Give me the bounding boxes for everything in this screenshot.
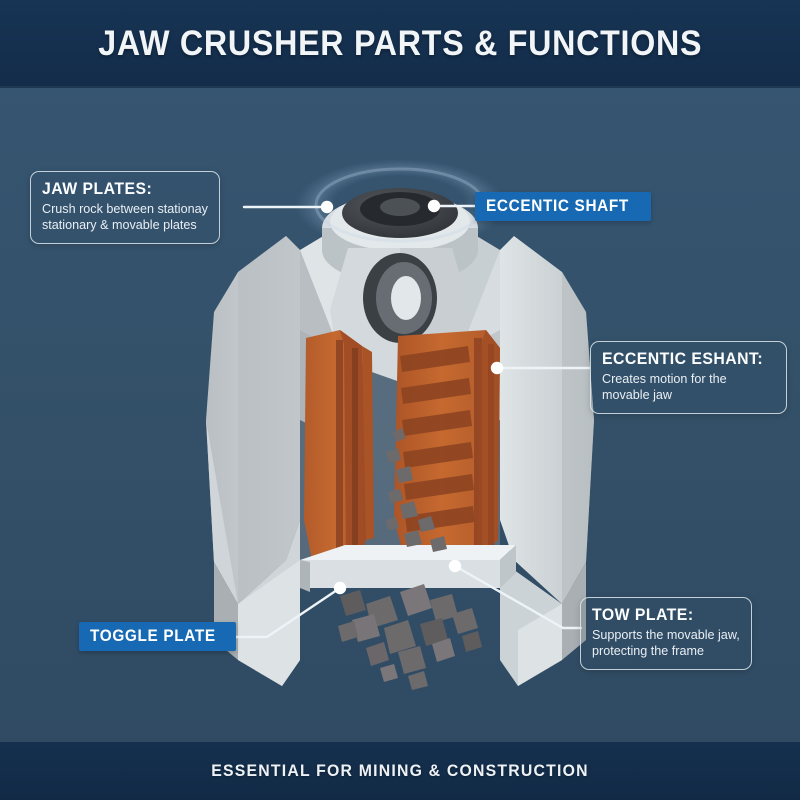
- stationary-jaw-groove-1: [336, 340, 343, 562]
- eccentric-shaft-bore: [391, 276, 421, 320]
- movable-jaw-edge: [470, 330, 500, 566]
- movable-jaw-groove-1: [474, 338, 482, 550]
- header-band: Jaw Crusher Parts & Functions: [0, 0, 800, 88]
- frame-left-wing-shade: [238, 236, 300, 604]
- callout-jaw-plates-line-1: Crush rock between stationay: [42, 202, 208, 217]
- footer-band: Essential for Mining & Construction: [0, 742, 800, 800]
- callout-toggle-plate[interactable]: TOGGLE PLATE: [79, 622, 237, 652]
- callout-jaw-plates-line-2: stationary & movable plates: [42, 218, 197, 233]
- callout-jaw-plates-title: JAW PLATES:: [42, 179, 153, 198]
- toggle-plate-left-edge: [300, 560, 310, 592]
- callout-eccentric-eshant-line-2: movable jaw: [602, 388, 672, 403]
- header-divider: [0, 86, 800, 88]
- stationary-jaw-plate: [304, 330, 374, 568]
- crushed-rock-discharge: [338, 428, 482, 690]
- footer-text: Essential for Mining & Construction: [211, 761, 589, 780]
- callout-eccentric-eshant-line-1: Creates motion for the: [602, 372, 727, 387]
- toggle-plate-top: [300, 545, 516, 560]
- stationary-jaw-groove-2: [352, 348, 358, 562]
- callout-eccentric-eshant[interactable]: ECCENTIC ESHANT: Creates motion for the …: [590, 341, 788, 414]
- callout-tow-plate-line-1: Supports the movable jaw,: [592, 628, 740, 643]
- callout-eccentric-eshant-title: ECCENTIC ESHANT:: [602, 349, 764, 368]
- callout-jaw-plates[interactable]: JAW PLATES: Crush rock between stationay…: [30, 171, 220, 244]
- eccentric-shaft-bearing-core: [380, 198, 420, 216]
- callout-tow-plate-line-2: protecting the frame: [592, 644, 705, 659]
- movable-jaw-plate: [394, 330, 500, 566]
- toggle-plate: [300, 545, 516, 592]
- stationary-jaw-inner-edge: [362, 346, 374, 540]
- callout-toggle-plate-label: TOGGLE PLATE: [90, 627, 216, 645]
- callout-tow-plate[interactable]: TOW PLATE: Supports the movable jaw, pro…: [580, 597, 752, 670]
- toggle-plate-face: [300, 560, 500, 588]
- callout-eccentric-shaft[interactable]: ECCENTIC SHAFT: [475, 192, 651, 222]
- frame-right-wing-shade: [562, 272, 594, 604]
- callout-eccentric-shaft-label: ECCENTIC SHAFT: [486, 197, 629, 215]
- callout-tow-plate-title: TOW PLATE:: [592, 605, 694, 624]
- page-title: Jaw Crusher Parts & Functions: [98, 24, 702, 63]
